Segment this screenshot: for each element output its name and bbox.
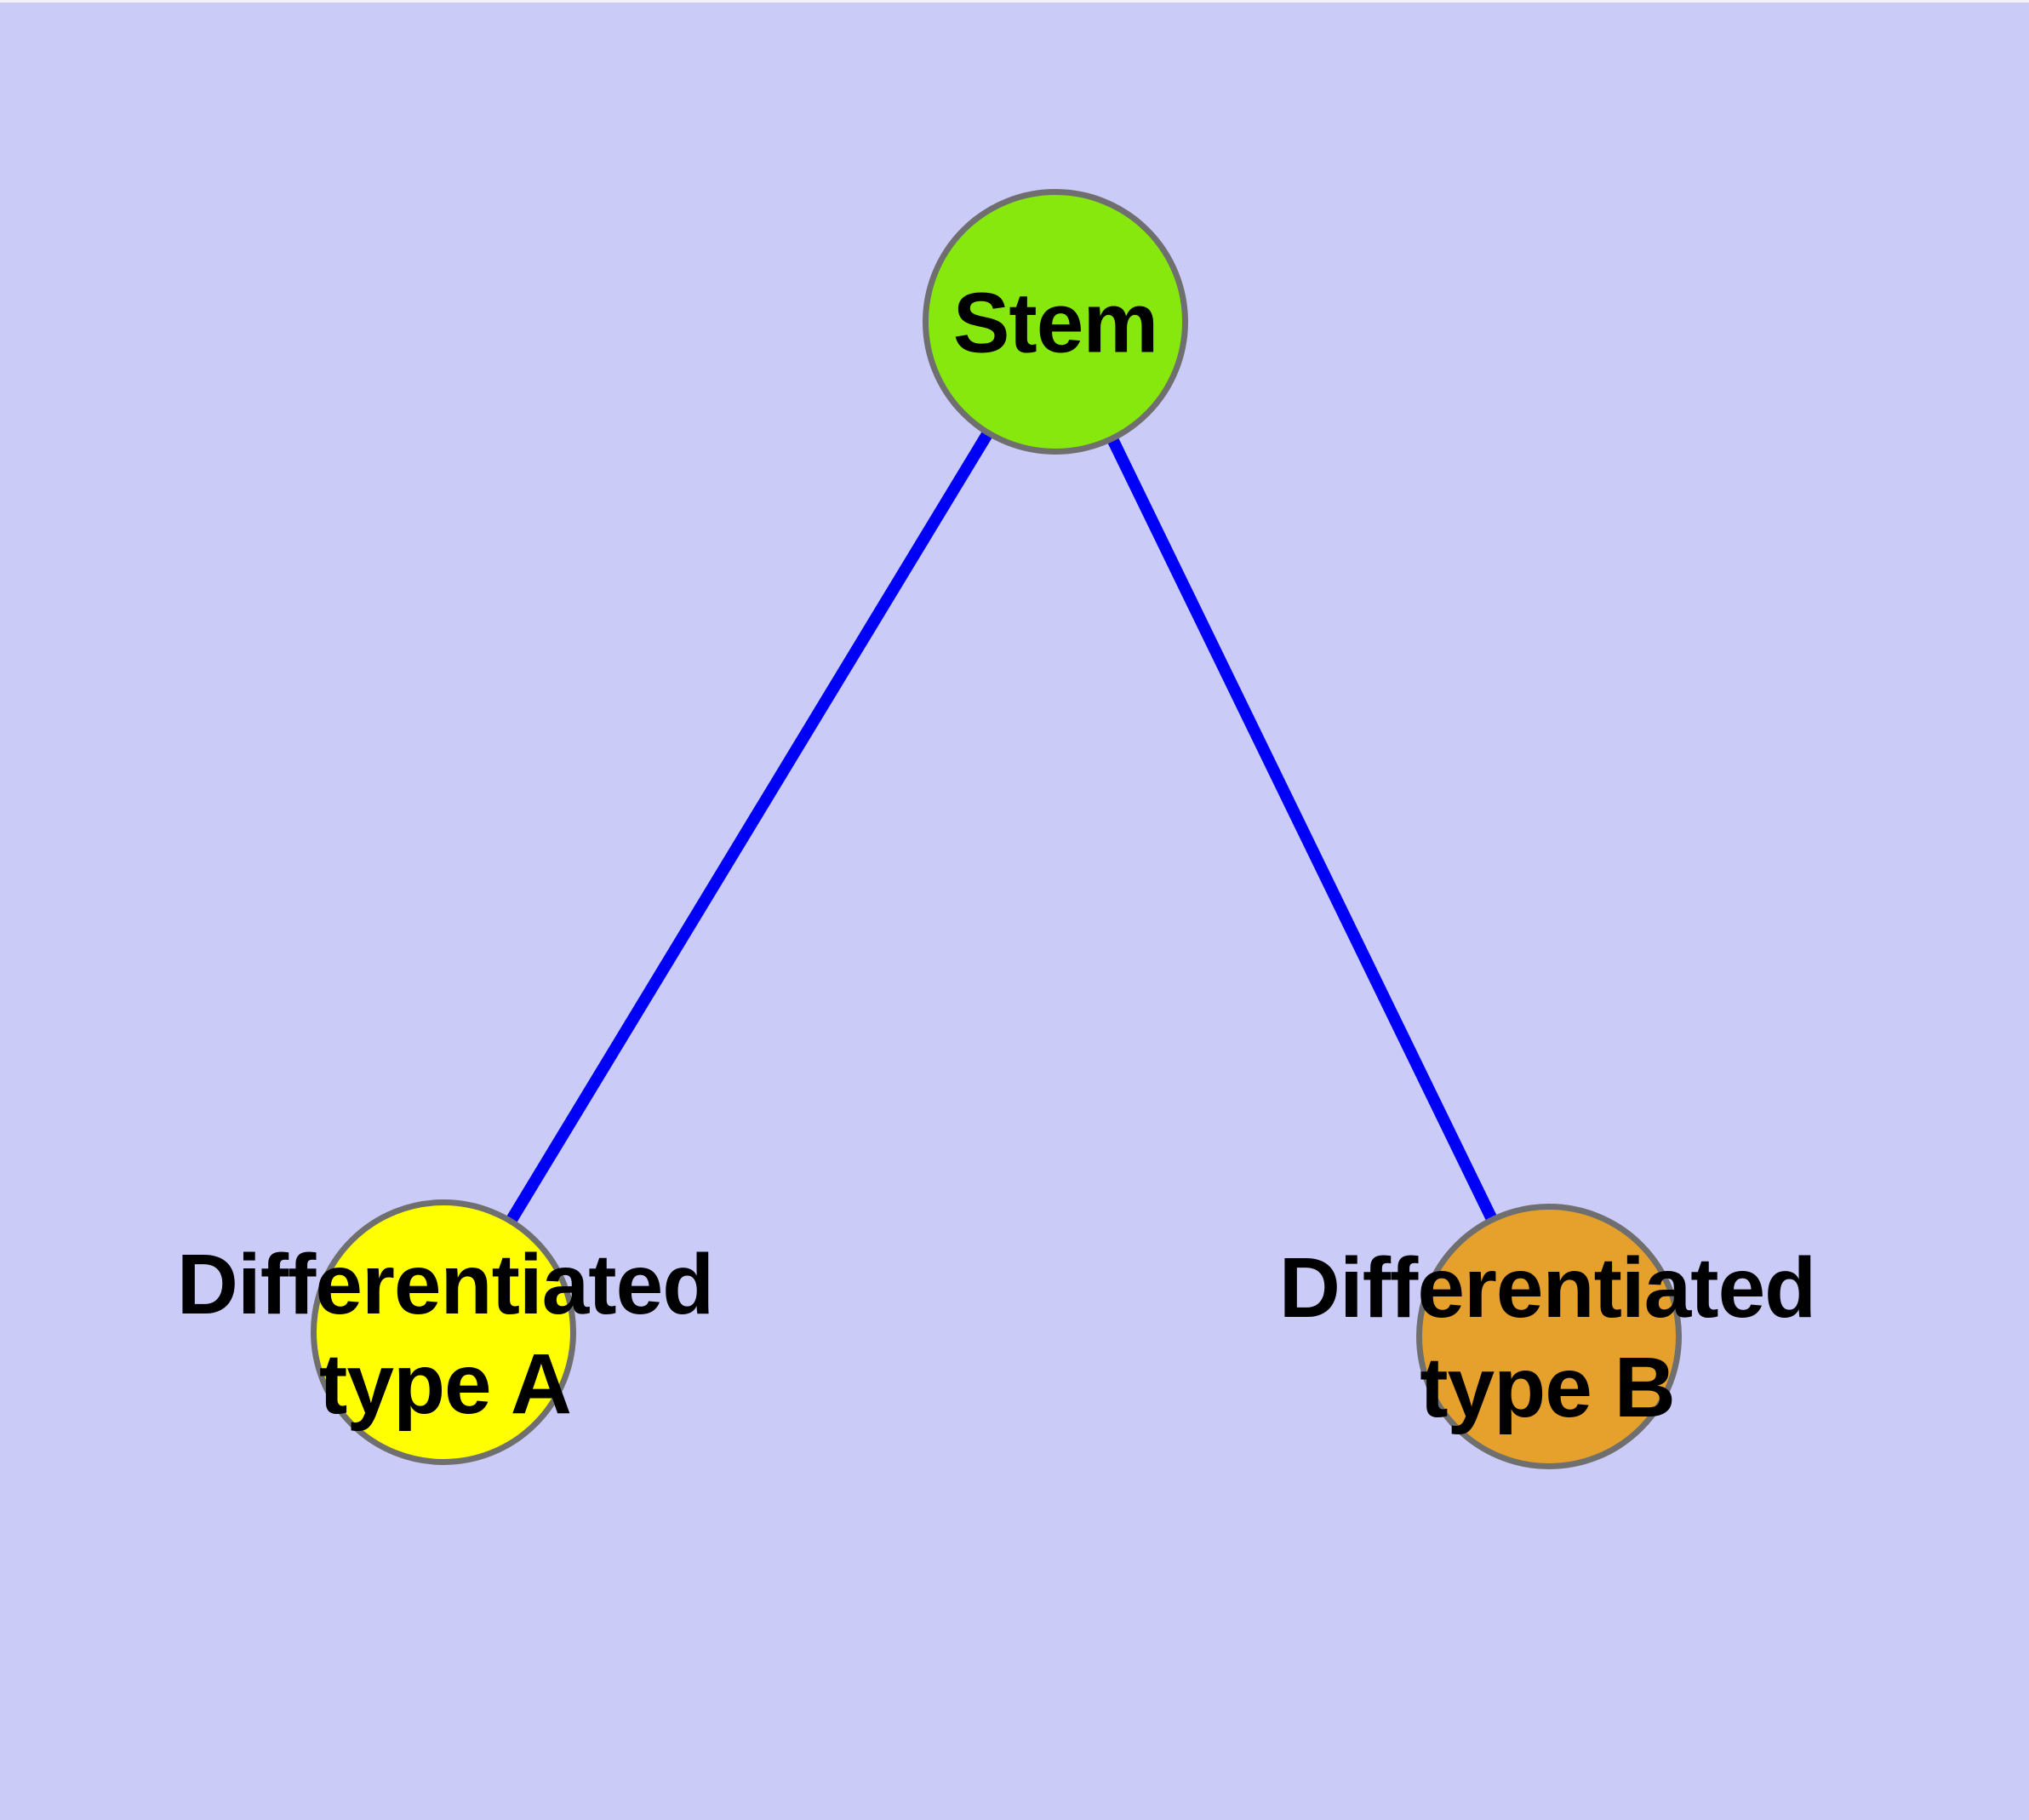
node-type-a-label: Differentiated type A [176,1235,715,1434]
node-type-a-label-line-1: Differentiated [176,1237,715,1332]
node-type-b-label-line-1: Differentiated [1278,1240,1817,1336]
edge-stem-to-type-b [1049,318,1555,1340]
node-type-a-label-line-2: type A [319,1336,572,1432]
edge-stem-to-type-a [438,318,1060,1336]
node-differentiated-type-a[interactable] [311,1199,576,1465]
node-differentiated-type-b[interactable] [1416,1204,1682,1469]
node-stem-label-line: Stem [952,275,1159,371]
node-type-b-label-line-2: type B [1420,1340,1676,1435]
top-edge-strip [0,0,2029,3]
node-stem-label: Stem [952,274,1159,374]
node-stem[interactable] [923,189,1188,455]
node-type-b-label: Differentiated type B [1278,1239,1817,1438]
